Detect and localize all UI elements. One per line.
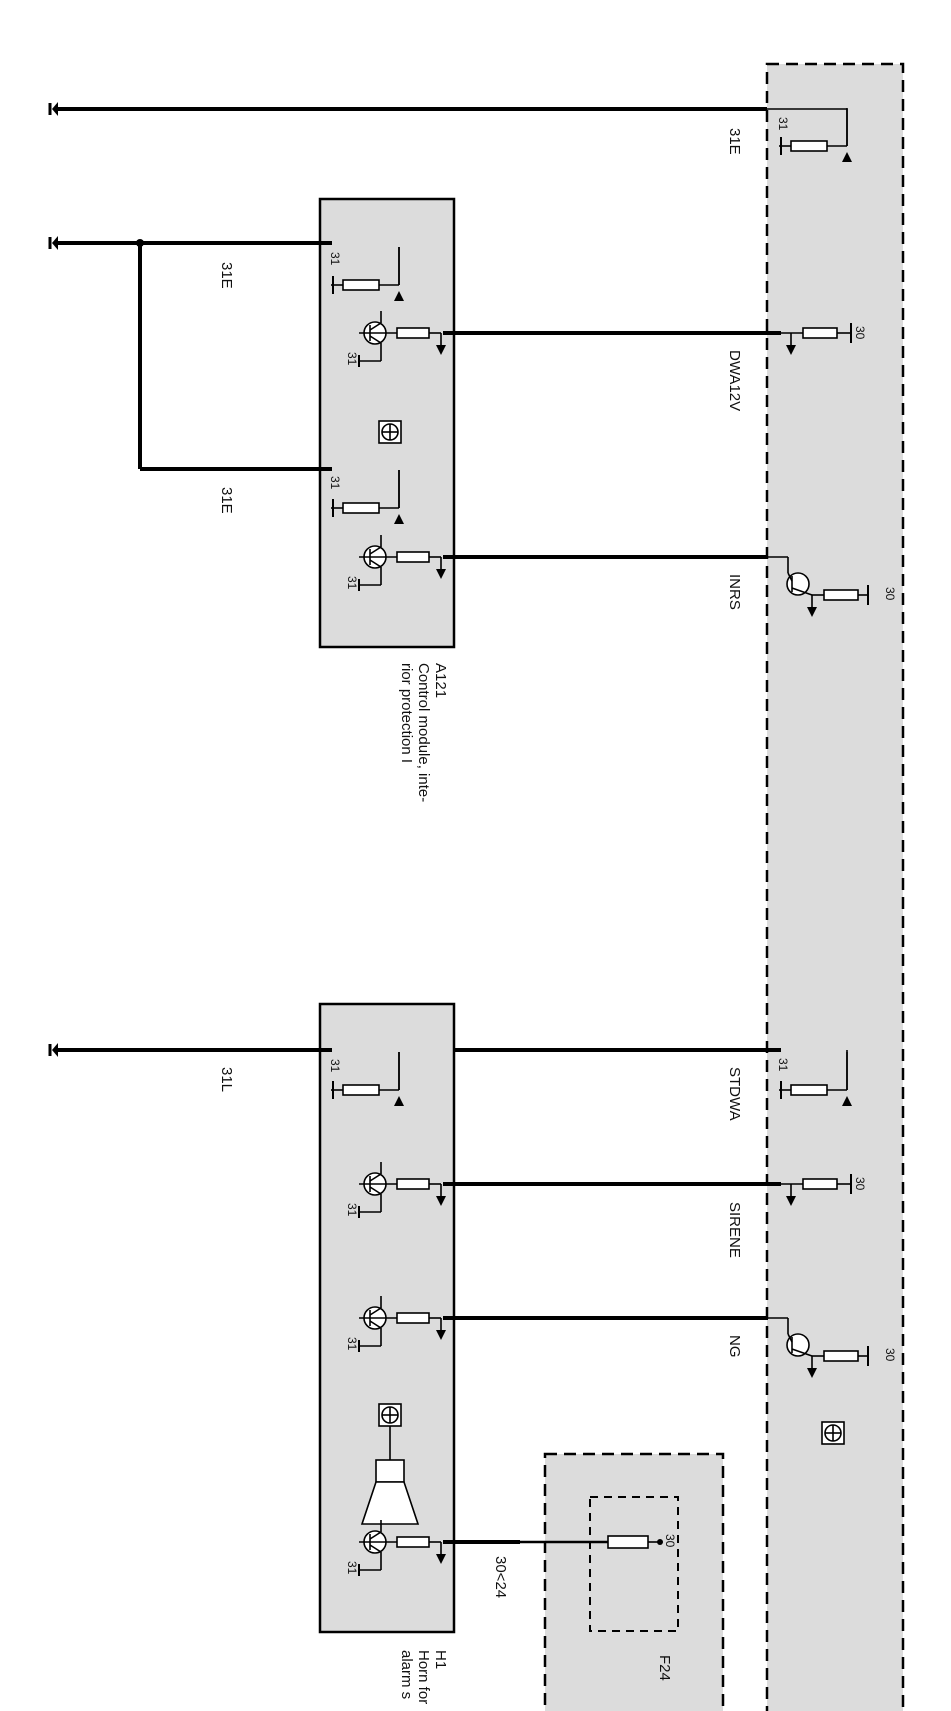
pin-30-main-dwa: 30: [853, 326, 867, 340]
pin-31-h1-t1: 31: [345, 1203, 359, 1217]
a121-id: A121: [432, 663, 449, 698]
label-wire-sirene: SIRENE: [726, 1202, 743, 1258]
pin-31-a121-lower: 31: [328, 476, 342, 490]
wire-31e-top: [48, 102, 767, 116]
pin-31-h1-t3: 31: [345, 1561, 359, 1575]
pin-31-a121-t1: 31: [345, 352, 359, 366]
wire-31e-a121: [48, 236, 332, 471]
label-wire-inrs: INRS: [726, 574, 743, 610]
h1-desc-line1: Horn for: [415, 1650, 432, 1704]
label-wire-horn-feed: 30<24: [492, 1556, 509, 1598]
a121-module-symbol-icon: [378, 420, 402, 444]
pin-labels: 31 31 31 31 31 31 31 31 31 31 30 30 30 3…: [328, 117, 897, 1575]
pin-31-main-top: 31: [776, 117, 790, 131]
wire-31l: [48, 1043, 332, 1057]
label-wire-31e-mid-upper: 31E: [218, 262, 235, 289]
pin-31-h1-t2: 31: [345, 1337, 359, 1351]
label-wire-31l: 31L: [218, 1067, 235, 1092]
f24-id: F24: [656, 1655, 673, 1681]
label-wire-dwa12v: DWA12V: [726, 350, 743, 411]
pin-30-main-ng: 30: [883, 1348, 897, 1362]
pin-30-f24: 30: [663, 1534, 677, 1548]
f24-inner-box: [589, 1496, 679, 1632]
h1-id: H1: [432, 1650, 449, 1669]
a121-desc-line1: Control module, inte-: [415, 663, 432, 802]
pin-30-main-inrs: 30: [883, 587, 897, 601]
horn-speaker-icon: [360, 1426, 420, 1525]
pin-30-main-sirene: 30: [853, 1177, 867, 1191]
h1-module-symbol-icon: [378, 1403, 402, 1427]
label-wire-ng: NG: [726, 1335, 743, 1358]
pin-31-h1-upper: 31: [328, 1059, 342, 1073]
label-wire-31e-top: 31E: [726, 128, 743, 155]
main-module-symbol-icon: [821, 1421, 845, 1445]
h1-desc-line2: alarm s: [398, 1650, 415, 1699]
pin-31-a121-t2: 31: [345, 576, 359, 590]
pin-31-main-stdwa: 31: [776, 1058, 790, 1072]
f24-fuse-icon: [607, 1535, 663, 1549]
a121-desc-line2: rior protection I: [398, 663, 415, 763]
label-wire-31e-mid-lower: 31E: [218, 487, 235, 514]
fuse-carrier-box: [543, 1452, 725, 1711]
main-control-module-box: [765, 62, 905, 1711]
pin-31-a121-upper: 31: [328, 252, 342, 266]
label-wire-stdwa: STDWA: [726, 1067, 743, 1121]
